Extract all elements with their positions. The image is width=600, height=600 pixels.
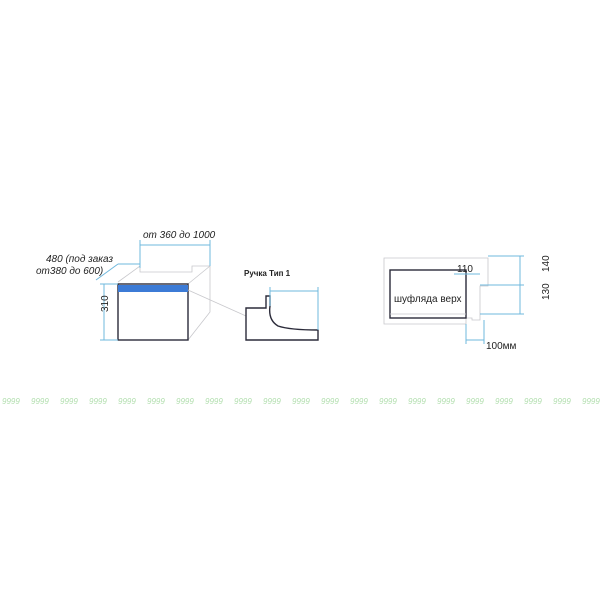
depth-label-line2: от380 до 600) [36,266,103,277]
watermark-text: 9999 [89,397,107,406]
watermark-text: 9999 [408,397,426,406]
depth-label-line1: 480 (под заказ [46,254,113,265]
width-label: от 360 до 1000 [143,230,216,241]
watermark-text: 9999 [176,397,194,406]
handle-leader-line [187,289,247,317]
cabinet-top-band [118,285,188,292]
watermark-text: 9999 [2,397,20,406]
watermark-text: 9999 [321,397,339,406]
drawer-box [389,269,467,319]
watermark-text: 9999 [437,397,455,406]
height-label: 310 [100,295,111,312]
watermark-text: 9999 [118,397,136,406]
watermark-text: 9999 [60,397,78,406]
cabinet-front [117,283,189,341]
watermark-text: 9999 [263,397,281,406]
watermark-text: 9999 [292,397,310,406]
watermark-text: 9999 [205,397,223,406]
carcass-outline [383,257,489,325]
watermark-strip: 9999 9999 9999 9999 9999 9999 9999 9999 9999 9999… [2,397,600,406]
watermark-text: 9999 [524,397,542,406]
dim-140-label: 140 [541,255,552,272]
watermark-text: 9999 [147,397,165,406]
watermark-text: 9999 [495,397,513,406]
watermark-text: 9999 [379,397,397,406]
watermark-text: 9999 [553,397,571,406]
watermark-text: 9999 [234,397,252,406]
dim-100-label: 100мм [486,341,517,352]
watermark-text: 9999 [31,397,49,406]
watermark-text: 9999 [466,397,484,406]
watermark-text: 9999 [350,397,368,406]
handle-outline [245,295,319,341]
depth-dimension-line [95,263,119,281]
drawer-label: шуфляда верх [394,293,462,305]
handle-label: Ручка Тип 1 [244,269,291,278]
cabinet-side-edge [187,265,211,285]
cabinet-view: от 360 до 1000 480 (под заказ от380 до 6… [36,230,247,341]
dim-130-label: 130 [541,283,552,300]
handle-profile: Ручка Тип 1 [244,269,319,341]
watermark-text: 9999 [582,397,600,406]
dim-110-label: 110 [457,264,473,275]
drawer-section-view: шуфляда верх 110 140 130 100мм [383,255,552,352]
